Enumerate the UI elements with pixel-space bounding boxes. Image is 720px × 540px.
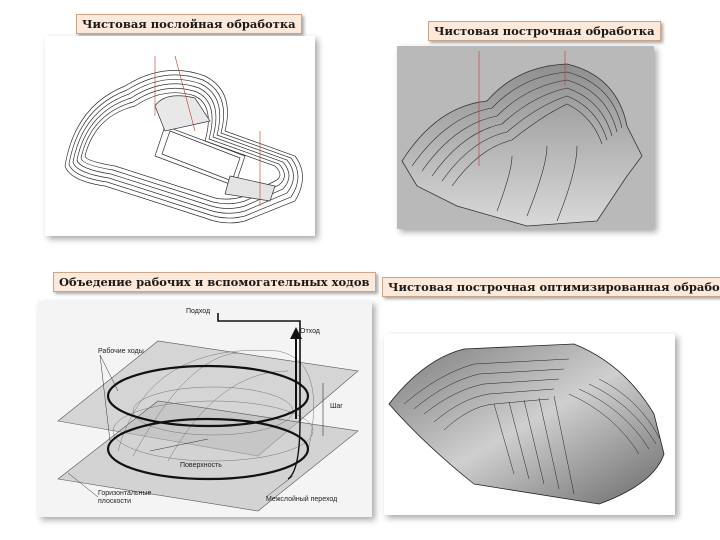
label-line-finish-optimized: Чистовая построчная оптимизированная обр…: [382, 277, 720, 297]
label-retract: Отход: [300, 328, 320, 335]
label-layer-finish: Чистовая послойная обработка: [76, 14, 302, 34]
line-finish-drawing: [401, 51, 643, 227]
label-line-finish: Чистовая построчная обработка: [428, 21, 661, 41]
layer-finish-drawing: [64, 55, 303, 224]
label-passes-union: Объедение рабочих и вспомогательных ходо…: [53, 272, 376, 292]
image-line-finish: [397, 46, 654, 229]
label-surface: Поверхность: [180, 462, 222, 469]
work-pass-lower: [106, 417, 310, 481]
label-approach: Подход: [186, 308, 210, 315]
image-passes-union: Подход Отход Рабочие ходы Шаг Поверхност…: [38, 301, 372, 517]
passes-union-diagram: Подход Отход Рабочие ходы Шаг Поверхност…: [57, 308, 359, 512]
label-step: Шаг: [330, 403, 343, 410]
label-work-passes: Рабочие ходы: [98, 347, 144, 355]
image-line-finish-optimized: [384, 334, 675, 515]
label-interlayer-transition: Межслойный переход: [266, 495, 337, 503]
work-pass-upper: [106, 364, 310, 428]
image-layer-finish: [45, 36, 315, 236]
line-finish-optimized-drawing: [388, 343, 665, 505]
